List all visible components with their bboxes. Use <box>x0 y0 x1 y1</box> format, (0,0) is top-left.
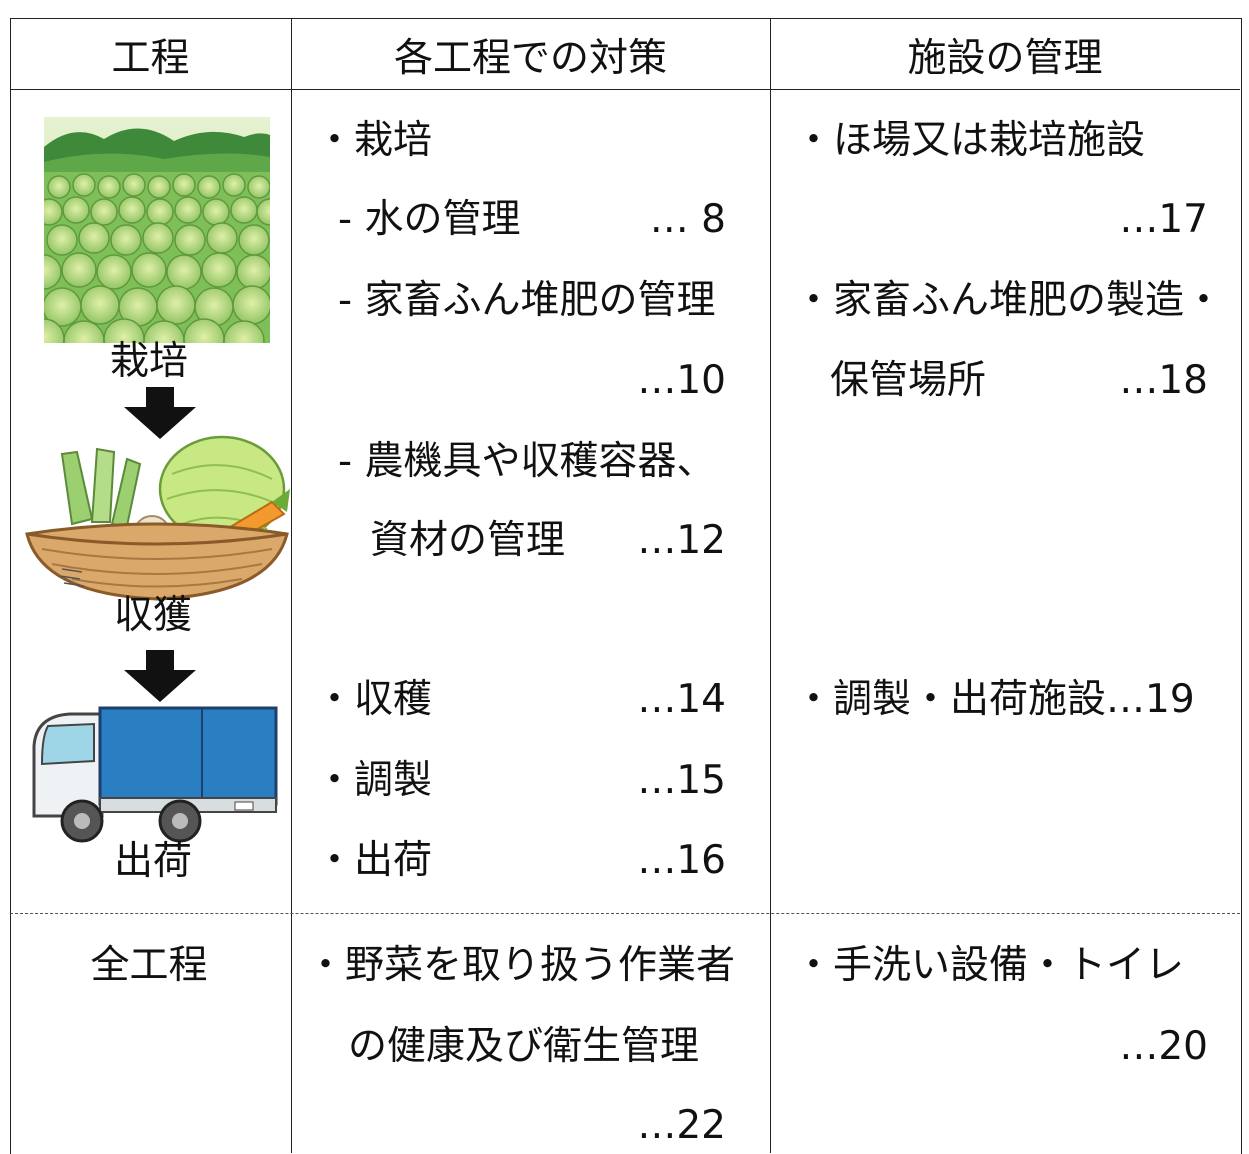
measure-manure: - 家畜ふん堆肥の管理 <box>338 278 716 323</box>
measure-equipment: - 農機具や収穫容器、 <box>338 439 716 484</box>
facility-handwash: ・手洗い設備・トイレ <box>794 943 1185 988</box>
facility-field: ・ほ場又は栽培施設 <box>794 118 1146 163</box>
page-ref-harvest: …14 <box>637 677 726 722</box>
vegetable-basket-illustration <box>25 435 290 601</box>
header-process: 工程 <box>111 36 190 81</box>
page-ref-manure-site: …18 <box>1119 358 1208 403</box>
page-ref-preparation: …15 <box>637 758 726 803</box>
header-divider <box>10 89 1240 90</box>
page-ref-equipment: …12 <box>637 518 726 563</box>
column-divider-2 <box>770 18 771 1153</box>
page-ref-manure: …10 <box>637 358 726 403</box>
down-arrow-icon <box>124 387 196 439</box>
delivery-truck-illustration <box>32 706 278 843</box>
measure-harvest: ・収穫 <box>315 677 433 722</box>
page-ref-shipping: …16 <box>637 838 726 883</box>
measure-worker-hygiene-cont: の健康及び衛生管理 <box>348 1024 700 1069</box>
facility-manure-site-cont: 保管場所 <box>830 358 987 403</box>
down-arrow-icon <box>124 650 196 702</box>
stage-label-all-processes: 全工程 <box>90 943 208 988</box>
facility-shipping-site: ・調製・出荷施設…19 <box>794 677 1195 722</box>
stage-label-shipping: 出荷 <box>113 839 192 884</box>
page-ref-field: …17 <box>1119 197 1208 242</box>
measure-equipment-cont: 資材の管理 <box>370 518 566 563</box>
cabbage-field-illustration <box>44 117 270 343</box>
page-ref-worker-hygiene: …22 <box>637 1103 726 1148</box>
page-ref-handwash: …20 <box>1119 1024 1208 1069</box>
column-divider-1 <box>291 18 292 1153</box>
page-ref-water: … 8 <box>649 197 726 242</box>
measure-cultivation: ・栽培 <box>315 118 433 163</box>
stage-label-cultivation: 栽培 <box>109 339 188 384</box>
measure-shipping: ・出荷 <box>315 838 433 883</box>
all-process-divider <box>10 913 1240 914</box>
header-measures: 各工程での対策 <box>393 36 667 81</box>
stage-label-harvest: 収獲 <box>113 593 192 638</box>
measure-worker-hygiene: ・野菜を取り扱う作業者 <box>306 943 736 988</box>
table-frame <box>10 18 1242 1154</box>
measure-preparation: ・調製 <box>315 758 433 803</box>
header-facilities: 施設の管理 <box>907 36 1103 81</box>
facility-manure-site: ・家畜ふん堆肥の製造・ <box>794 278 1224 323</box>
measure-water: - 水の管理 <box>338 197 521 242</box>
